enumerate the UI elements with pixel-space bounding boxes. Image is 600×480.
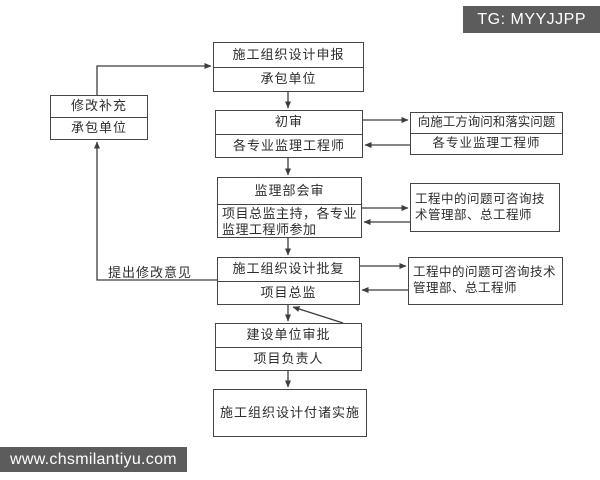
node-declare: 施工组织设计申报 承包单位 <box>213 42 364 92</box>
node-approval-reply: 施工组织设计批复 项目总监 <box>217 257 360 305</box>
node-approval-reply-subtitle: 项目总监 <box>260 284 317 300</box>
edge-modify-to-declare <box>96 63 212 95</box>
node-approval-reply-title: 施工组织设计批复 <box>218 258 359 282</box>
node-owner-approval: 建设单位审批 项目负责人 <box>215 323 362 371</box>
telegram-watermark-badge: TG: MYYJJPP <box>463 6 600 33</box>
edge-reply-to-modify <box>94 141 217 281</box>
node-consult-1-text: 工程中的问题可咨询技术管理部、总工程师 <box>415 191 546 222</box>
node-modify-subtitle: 承包单位 <box>70 120 127 136</box>
node-consult-1: 工程中的问题可咨询技术管理部、总工程师 <box>410 183 560 232</box>
edge-owner-approval-return <box>292 306 344 324</box>
node-inquiry-title: 向施工方询问和落实问题 <box>411 113 562 134</box>
website-watermark: www.chsmilantiyu.com <box>0 447 187 472</box>
node-joint-review: 监理部会审 项目总监主持，各专业监理工程师参加 <box>217 177 362 238</box>
node-implement-title: 施工组织设计付诸实施 <box>219 404 360 420</box>
node-modify-title: 修改补充 <box>51 96 147 118</box>
node-owner-approval-title: 建设单位审批 <box>216 324 361 348</box>
node-consult-2: 工程中的问题可咨询技术管理部、总工程师 <box>408 257 563 305</box>
node-inquiry: 向施工方询问和落实问题 各专业监理工程师 <box>410 112 563 155</box>
node-inquiry-subtitle: 各专业监理工程师 <box>432 136 541 151</box>
node-declare-subtitle: 承包单位 <box>260 71 317 87</box>
node-consult-2-text: 工程中的问题可咨询技术管理部、总工程师 <box>413 265 557 295</box>
edge-label-revise: 提出修改意见 <box>108 265 193 280</box>
node-initial-review-subtitle: 各专业监理工程师 <box>232 137 345 153</box>
node-owner-approval-subtitle: 项目负责人 <box>253 350 324 366</box>
node-modify: 修改补充 承包单位 <box>50 95 148 140</box>
node-initial-review-title: 初审 <box>216 111 362 135</box>
node-initial-review: 初审 各专业监理工程师 <box>215 110 363 158</box>
node-declare-title: 施工组织设计申报 <box>214 43 363 68</box>
node-joint-review-title: 监理部会审 <box>218 178 361 205</box>
node-implement: 施工组织设计付诸实施 <box>213 389 367 437</box>
node-joint-review-subtitle: 项目总监主持，各专业监理工程师参加 <box>222 206 358 238</box>
